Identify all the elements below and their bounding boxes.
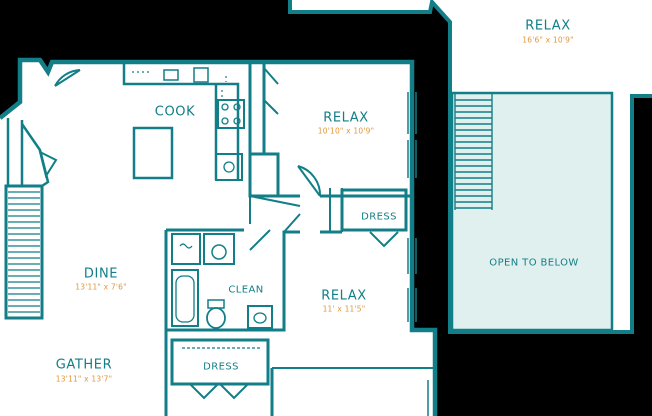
kitchen	[122, 62, 245, 181]
open-to-below-border	[450, 91, 614, 332]
bath-door	[249, 213, 301, 251]
main-floor	[0, 60, 435, 416]
dine-label: DINE	[83, 266, 119, 282]
entry-door	[54, 69, 81, 87]
upper-level	[288, 0, 652, 334]
dryer	[203, 233, 235, 265]
upper-outline	[288, 0, 652, 334]
relax-1-door-2	[249, 195, 301, 224]
refrigerator	[215, 153, 243, 181]
relax-2-dims: 11' x 11'5"	[322, 304, 366, 314]
relax-2-label: RELAX	[321, 288, 367, 304]
windows	[407, 92, 437, 416]
washer	[171, 233, 201, 265]
bath	[164, 213, 301, 332]
kitchen-sink	[163, 69, 179, 81]
relax-1-label: RELAX	[323, 110, 369, 126]
open-to-below-area	[452, 93, 612, 330]
clean-label: CLEAN	[228, 284, 264, 296]
main-stair	[4, 184, 44, 320]
kitchen-island	[132, 126, 174, 180]
entry-closet	[6, 118, 58, 188]
upper-stair	[454, 94, 493, 210]
upper-relax-label: RELAX	[525, 18, 571, 34]
dishwasher	[193, 67, 209, 83]
gather-dims: 13'11" x 13'7"	[55, 374, 113, 384]
outer-wall	[0, 57, 438, 416]
stove	[217, 99, 245, 129]
fridge-fan-icon	[223, 161, 235, 173]
bathtub	[171, 269, 199, 327]
gather-label: GATHER	[55, 357, 113, 373]
dress-1-label: DRESS	[361, 211, 397, 223]
dine-dims: 13'11" x 7'6"	[75, 282, 127, 292]
relax-1-dims: 10'10" x 10'9"	[317, 126, 375, 136]
relax-1-door	[297, 165, 322, 197]
dress-2	[164, 330, 270, 416]
open-to-below-label: OPEN TO BELOW	[489, 257, 579, 269]
dress-1	[329, 188, 408, 248]
dress-2-label: DRESS	[203, 361, 239, 373]
cook-label: COOK	[154, 104, 196, 120]
vanity-sink	[247, 305, 273, 329]
upper-relax-dims: 16'6" x 10'9"	[522, 35, 574, 45]
relax-2-wall	[282, 230, 342, 240]
